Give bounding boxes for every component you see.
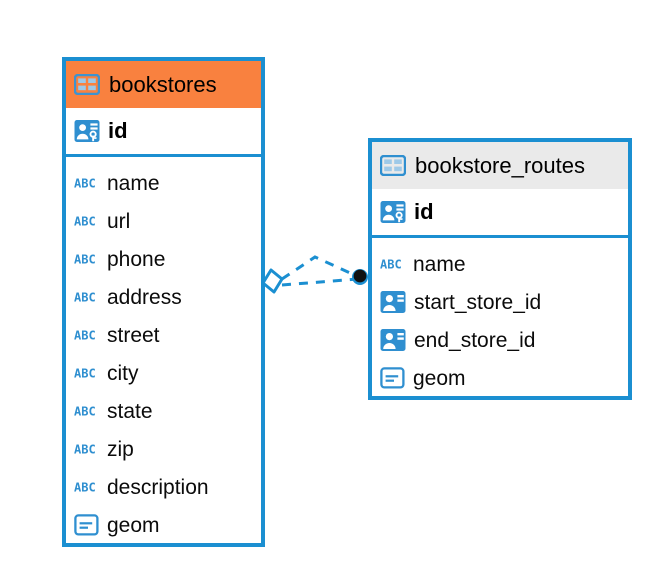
field-label-geom: geom (107, 513, 160, 537)
text-type-icon: ABC (74, 328, 96, 342)
primary-key-label-bookstore-routes: id (414, 199, 434, 224)
field-label-name: name (107, 171, 160, 195)
field-label-url: url (107, 209, 131, 233)
text-type-glyph: ABC (74, 176, 96, 190)
field-label-name: name (413, 252, 466, 276)
dot-marker (352, 269, 368, 285)
text-type-icon: ABC (74, 480, 96, 494)
field-row-start-store-id[interactable]: start_store_id (372, 283, 628, 321)
field-row-geom[interactable]: geom (372, 359, 628, 397)
field-label-address: address (107, 285, 182, 309)
field-row-name[interactable]: ABC name (66, 164, 261, 202)
geometry-type-icon (380, 367, 405, 389)
field-row-city[interactable]: ABC city (66, 354, 261, 392)
primary-key-label-bookstores: id (108, 118, 128, 143)
field-row-zip[interactable]: ABC zip (66, 430, 261, 468)
field-list-bookstore-routes: ABC name start_store_id (372, 238, 628, 403)
field-label-state: state (107, 399, 153, 423)
field-label-description: description (107, 475, 209, 499)
text-type-icon: ABC (74, 442, 96, 456)
text-type-icon: ABC (74, 366, 96, 380)
field-row-state[interactable]: ABC state (66, 392, 261, 430)
entity-title-bookstore-routes: bookstore_routes (415, 152, 585, 178)
field-row-phone[interactable]: ABC phone (66, 240, 261, 278)
text-type-glyph: ABC (74, 252, 96, 266)
text-type-glyph: ABC (74, 290, 96, 304)
text-type-glyph: ABC (74, 442, 96, 456)
entity-table-bookstores[interactable]: bookstores id ABC name (62, 57, 265, 547)
text-type-glyph: ABC (380, 257, 402, 271)
field-row-geom[interactable]: geom (66, 506, 261, 544)
field-row-end-store-id[interactable]: end_store_id (372, 321, 628, 359)
text-type-glyph: ABC (74, 404, 96, 418)
field-row-address[interactable]: ABC address (66, 278, 261, 316)
field-label-city: city (107, 361, 139, 385)
entity-header-bookstores[interactable]: bookstores (66, 61, 261, 108)
table-icon (380, 155, 406, 176)
text-type-glyph: ABC (74, 328, 96, 342)
field-row-url[interactable]: ABC url (66, 202, 261, 240)
primary-key-row-bookstores[interactable]: id (66, 108, 261, 157)
field-list-bookstores: ABC name ABC url ABC phone ABC (66, 157, 261, 550)
text-type-glyph: ABC (74, 480, 96, 494)
entity-table-bookstore-routes[interactable]: bookstore_routes id ABC name (368, 138, 632, 400)
primary-key-icon (74, 120, 100, 142)
entity-header-bookstore-routes[interactable]: bookstore_routes (372, 142, 628, 189)
field-label-phone: phone (107, 247, 166, 271)
relationship-line-upper (281, 255, 360, 281)
geometry-type-icon (74, 514, 99, 536)
table-icon (74, 74, 100, 95)
foreign-key-icon (380, 329, 406, 351)
foreign-key-icon (380, 291, 406, 313)
entity-title-bookstores: bookstores (109, 71, 217, 97)
field-label-geom: geom (413, 366, 466, 390)
text-type-glyph: ABC (74, 214, 96, 228)
field-label-zip: zip (107, 437, 134, 461)
primary-key-row-bookstore-routes[interactable]: id (372, 189, 628, 238)
text-type-icon: ABC (74, 176, 96, 190)
diamond-marker (261, 268, 284, 294)
field-row-name[interactable]: ABC name (372, 245, 628, 283)
field-label-end-store-id: end_store_id (414, 328, 536, 352)
primary-key-icon (380, 201, 406, 223)
text-type-icon: ABC (74, 252, 96, 266)
field-label-street: street (107, 323, 160, 347)
text-type-icon: ABC (74, 404, 96, 418)
text-type-glyph: ABC (74, 366, 96, 380)
relationship-connector[interactable] (258, 244, 376, 306)
field-row-street[interactable]: ABC street (66, 316, 261, 354)
text-type-icon: ABC (74, 214, 96, 228)
field-label-start-store-id: start_store_id (414, 290, 542, 314)
text-type-icon: ABC (74, 290, 96, 304)
text-type-icon: ABC (380, 257, 402, 271)
relationship-line-lower (281, 277, 359, 287)
field-row-description[interactable]: ABC description (66, 468, 261, 506)
